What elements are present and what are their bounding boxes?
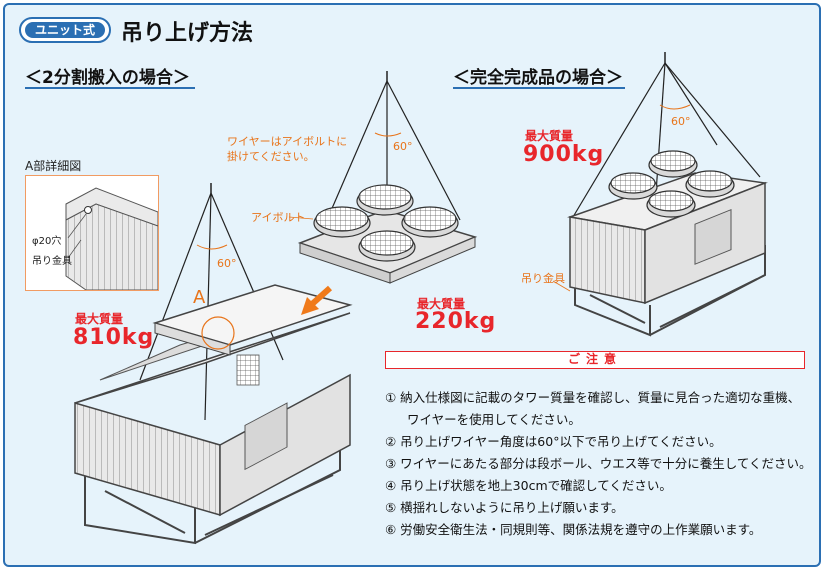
note-item: ワイヤーを使用してください。 bbox=[407, 412, 581, 427]
lifting-method-page: ユニット式 吊り上げ方法 ＜2分割搬入の場合＞ ＜完全完成品の場合＞ A部詳細図… bbox=[3, 3, 821, 567]
fan-mass-label: 最大質量 bbox=[417, 297, 466, 311]
fan-mass-value: 220kg bbox=[415, 309, 497, 334]
detail-a-drawing bbox=[65, 187, 158, 290]
complete-bracket-label: 吊り金具 bbox=[521, 272, 565, 285]
note-item: ③ ワイヤーにあたる部分は段ボール、ウエス等で十分に養生してください。 bbox=[385, 456, 812, 471]
bracket-label: 吊り金具 bbox=[32, 256, 72, 267]
lifting-illustrations bbox=[74, 52, 768, 545]
note-item: ⑤ 横揺れしないように吊り上げ願います。 bbox=[385, 500, 624, 515]
fan-unit-illustration bbox=[288, 71, 478, 284]
eyebolt-instruction-line1: ワイヤーはアイボルトに bbox=[227, 135, 348, 148]
split-wire-angle: 60° bbox=[217, 257, 237, 270]
complete-mass-value: 900kg bbox=[523, 142, 605, 167]
eyebolt-instruction-line2: 掛けてください。 bbox=[227, 150, 315, 163]
eyebolt-label: アイボルト bbox=[251, 211, 306, 224]
section-title-complete: ＜完全完成品の場合＞ bbox=[453, 68, 623, 88]
split-mass-value: 810kg bbox=[73, 325, 155, 350]
unit-type-badge: ユニット式 bbox=[19, 17, 111, 43]
detail-title: A部詳細図 bbox=[25, 159, 82, 173]
note-item: ⑥ 労働安全衛生法・同規則等、関係法規を遵守の上作業願います。 bbox=[385, 522, 762, 537]
complete-wire-angle: 60° bbox=[671, 115, 691, 128]
complete-unit-illustration bbox=[552, 52, 768, 337]
notes-list: ① 納入仕様図に記載のタワー質量を確認し、質量に見合った適切な重機、ワイヤーを使… bbox=[385, 387, 815, 541]
page-title: 吊り上げ方法 bbox=[121, 21, 254, 46]
complete-mass-label: 最大質量 bbox=[525, 129, 574, 143]
note-item: ② 吊り上げワイヤー角度は60°以下で吊り上げてください。 bbox=[385, 434, 722, 449]
section-underline-split bbox=[25, 87, 195, 89]
split-mass-label: 最大質量 bbox=[75, 312, 124, 326]
section-underline-complete bbox=[453, 87, 625, 89]
detail-a-box: φ20穴 吊り金具 bbox=[25, 175, 159, 291]
section-title-split: ＜2分割搬入の場合＞ bbox=[25, 68, 190, 88]
detail-marker: A bbox=[193, 287, 206, 308]
direction-arrow bbox=[301, 285, 333, 315]
hole-label: φ20穴 bbox=[32, 236, 62, 247]
badge-text: ユニット式 bbox=[25, 22, 105, 38]
fan-wire-angle: 60° bbox=[393, 140, 413, 153]
notes-heading: ご注意 bbox=[385, 351, 805, 369]
note-item: ④ 吊り上げ状態を地上30cmで確認してください。 bbox=[385, 478, 672, 493]
note-item: ① 納入仕様図に記載のタワー質量を確認し、質量に見合った適切な重機、 bbox=[385, 390, 801, 405]
